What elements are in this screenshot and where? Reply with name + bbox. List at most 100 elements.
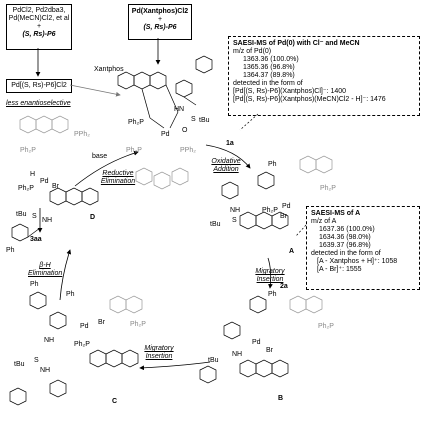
d-ph2p: Ph₂P xyxy=(18,185,34,192)
reductive-elimination-label: Reductive Elimination xyxy=(96,170,140,186)
a-s: S xyxy=(232,217,237,224)
esi-ms-a-title: SAESI-MS of A xyxy=(311,210,361,217)
intermediate-a-structure xyxy=(221,155,333,230)
b-pd: Pd xyxy=(252,339,261,346)
esi-ms-pd0-mz: m/z of Pd(0) xyxy=(233,48,272,55)
pd-xantphos-line-1: Pd(Xantphos)Cl2 xyxy=(131,8,189,15)
beta-h-elimination-label: β-H Elimination xyxy=(28,262,62,278)
a-ph: Ph xyxy=(268,161,277,168)
esi-ms-pd0-box: SAESI-MS of Pd(0) with Cl⁻ and MeCN m/z … xyxy=(228,36,420,116)
left-xantphos-structure xyxy=(19,115,69,134)
migratory-insertion-2-label: Migratory Insertion xyxy=(138,345,180,361)
d-s: S xyxy=(32,213,37,220)
pd-p6-complex-label: Pd[(S, Rs)-P6]Cl2 xyxy=(11,82,67,89)
b-nh: NH xyxy=(232,351,242,358)
c-ph2p: Ph₂P xyxy=(74,341,90,348)
esi-ms-pd0-peak-3: 1364.37 (89.8%) xyxy=(243,72,295,79)
reductive-elimination-text: Reductive Elimination xyxy=(100,170,136,185)
a-br: Br xyxy=(280,213,288,220)
beta-h-elimination-arrow xyxy=(59,249,72,301)
precursor-line-4: (S, Rs)-P6 xyxy=(22,31,56,38)
a-ph2p: Ph₂P xyxy=(262,207,278,214)
c-br: Br xyxy=(98,319,106,326)
pd0-complex-structure xyxy=(117,55,213,129)
intermediate-d-label: D xyxy=(90,214,96,221)
pd-xantphos-line-3: (S, Rs)-P6 xyxy=(143,24,177,31)
esi-ms-pd0-title: SAESI-MS of Pd(0) with Cl⁻ and MeCN xyxy=(233,40,360,47)
a-ph2p-grey: Ph₂P xyxy=(320,185,336,192)
a-pd: Pd xyxy=(282,203,291,210)
esi-ms-a-peak-3: 1639.37 (96.8%) xyxy=(319,242,371,249)
intermediate-c-structure xyxy=(9,291,143,406)
esi-ms-pd0-detected: detected in the form of xyxy=(233,80,303,87)
d-nh: NH xyxy=(42,217,52,224)
b-tbu: tBu xyxy=(208,357,219,364)
migratory-insertion-2-text: Migratory Insertion xyxy=(144,345,174,360)
esi-ms-pd0-peak-1: 1363.36 (100.0%) xyxy=(243,56,299,63)
xantphos-ph2p: Ph₂P xyxy=(126,147,142,154)
pd0-hn: HN xyxy=(174,106,184,113)
c-ph-2: Ph xyxy=(66,291,75,298)
c-nh-2: NH xyxy=(40,367,50,374)
c-tbu: tBu xyxy=(14,361,25,368)
xantphos-label: Xantphos xyxy=(94,66,124,73)
precursor-box: PdCl2, Pd2dba3, Pd(MeCN)Cl2, et al + (S,… xyxy=(6,4,72,50)
pd0-o: O xyxy=(182,127,188,134)
oxidative-addition-text: Oxidative Addition xyxy=(211,158,241,173)
esi-ms-a-form-1: [A - Xantphos + H]⁺: 1058 xyxy=(317,258,398,265)
xantphos-pd-structure xyxy=(135,167,189,190)
esi-ms-pd0-form-1: [Pd[(S, Rs)-P6](Xantphos)Cl]⁻: 1400 xyxy=(233,88,347,95)
migratory-insertion-1-arrow xyxy=(267,257,273,289)
precursor-line-2: Pd(MeCN)Cl2, et al xyxy=(8,15,70,22)
pd0-tbu: tBu xyxy=(199,117,210,124)
esi-ms-a-mz: m/z of A xyxy=(311,218,337,225)
c-s: S xyxy=(34,357,39,364)
esi-ms-a-peak-1: 1637.36 (100.0%) xyxy=(319,226,375,233)
pd0-s: S xyxy=(191,116,196,123)
b-ph2p-grey: Ph₂P xyxy=(318,323,334,330)
d-tbu: tBu xyxy=(16,211,27,218)
b-ph: Ph xyxy=(268,291,277,298)
esi-ms-a-form-2: [A - Br]⁺: 1555 xyxy=(317,266,362,273)
less-enantioselective-note: less enantioselective xyxy=(6,100,71,107)
oxidative-addition-arrow xyxy=(205,144,251,169)
precursor-line-3: + xyxy=(36,23,42,30)
pd0-ph2p: Ph₂P xyxy=(128,119,144,126)
reactant-2a-label: 2a xyxy=(280,283,288,290)
d-pd: Pd xyxy=(40,178,49,185)
migratory-insertion-2-arrow xyxy=(139,361,211,371)
oxidative-addition-label: Oxidative Addition xyxy=(206,158,246,174)
pd-xantphos-line-2: + xyxy=(157,16,163,23)
d-br: Br xyxy=(52,183,60,190)
pd-xantphos-box: Pd(Xantphos)Cl2 + (S, Rs)-P6 xyxy=(128,4,192,40)
product-3aa-label: 3aa xyxy=(30,236,42,243)
base-label: base xyxy=(92,153,108,160)
intermediate-b-label: B xyxy=(278,395,284,402)
b-br: Br xyxy=(266,347,274,354)
d-h: H xyxy=(30,171,35,178)
reactant-1a-label: 1a xyxy=(226,140,234,147)
c-ph-1: Ph xyxy=(30,281,39,288)
migratory-insertion-1-label: Migratory Insertion xyxy=(250,268,290,284)
c-nh: NH xyxy=(44,337,54,344)
a-tbu: tBu xyxy=(210,221,221,228)
migratory-insertion-1-text: Migratory Insertion xyxy=(255,268,285,283)
left-xantphos-ph2p: Ph₂P xyxy=(20,147,36,154)
a-nh: NH xyxy=(230,207,240,214)
xantphos-arrow xyxy=(69,84,121,97)
esi-ms-a-box: SAESI-MS of A m/z of A 1637.36 (100.0%) … xyxy=(306,206,420,290)
c-pd: Pd xyxy=(80,323,89,330)
esi-ms-a-peak-2: 1634.36 (98.0%) xyxy=(319,234,371,241)
d-ph: Ph xyxy=(6,247,15,254)
esi-a-dashed-link xyxy=(295,224,307,237)
esi-ms-a-detected: detected in the form of xyxy=(311,250,381,257)
intermediate-c-label: C xyxy=(112,398,118,405)
xantphos-pph2: PPh₂ xyxy=(180,147,196,154)
beta-h-elimination-text: β-H Elimination xyxy=(28,262,63,277)
esi-ms-pd0-peak-2: 1365.36 (96.8%) xyxy=(243,64,295,71)
esi-ms-pd0-form-2: [Pd[(S, Rs)-P6](Xantphos)(MeCN)Cl2 - H]⁻… xyxy=(233,96,386,103)
pd-p6-complex-box: Pd[(S, Rs)-P6]Cl2 xyxy=(6,79,72,93)
c-ph2p-grey: Ph₂P xyxy=(130,321,146,328)
